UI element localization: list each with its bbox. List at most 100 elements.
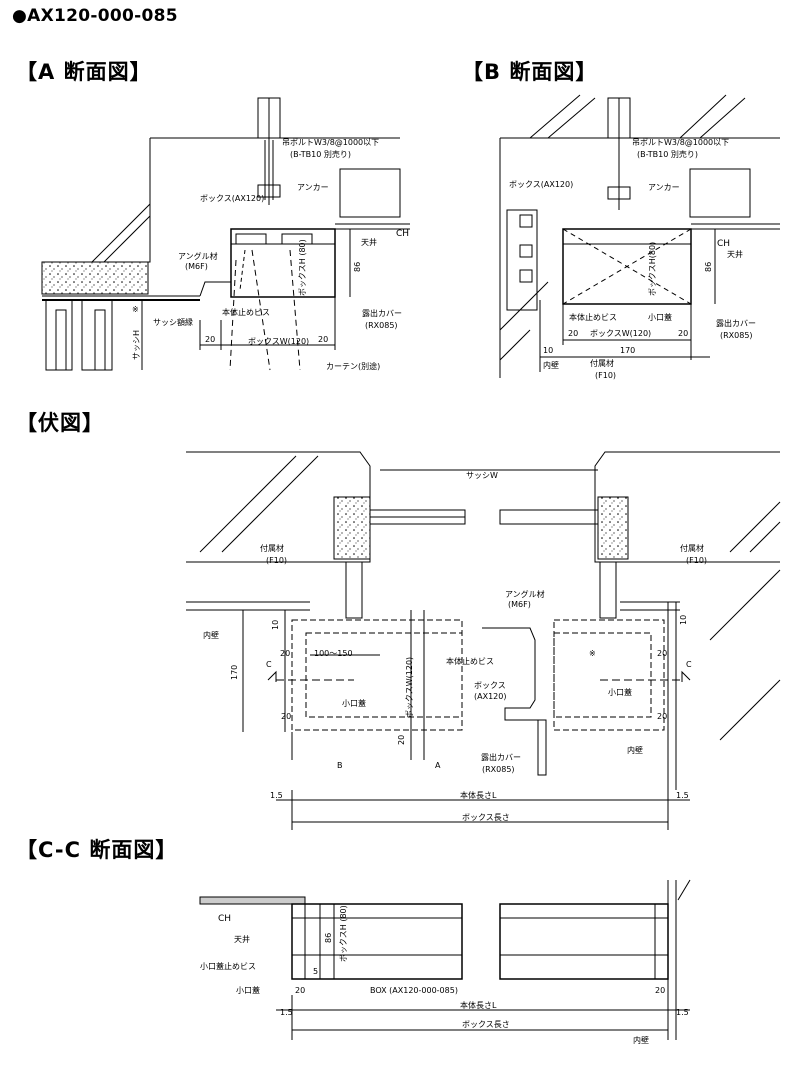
svg-text:20: 20 (205, 335, 215, 344)
svg-text:サッシH: サッシH (132, 330, 141, 360)
svg-text:小口蓋: 小口蓋 (648, 312, 672, 322)
svg-text:1.5: 1.5 (676, 1008, 689, 1017)
svg-text:(RX085): (RX085) (482, 765, 515, 774)
svg-text:ボックスW(120): ボックスW(120) (248, 337, 309, 346)
cc-labels: CH 天井 小口蓋止めビス 小口蓋 86 ボックスH (80) 5 20 20 … (200, 905, 689, 1045)
svg-text:170: 170 (230, 665, 239, 680)
svg-text:露出カバー: 露出カバー (481, 752, 521, 762)
svg-text:付属材: 付属材 (260, 543, 284, 553)
b-section-labels: 吊ボルトW3/8@1000以下 (B-TB10 別売り) ボックス(AX120)… (509, 138, 756, 380)
svg-text:本体長さL: 本体長さL (460, 1000, 497, 1010)
svg-text:1.5: 1.5 (270, 791, 283, 800)
product-code: ●AX120-000-085 (12, 6, 178, 26)
svg-text:※: ※ (589, 649, 596, 658)
svg-text:ボックスH (80): ボックスH (80) (298, 239, 307, 296)
svg-text:20: 20 (281, 712, 291, 721)
section-title-a: 【A 断面図】 (16, 60, 152, 84)
svg-text:カーテン(別途): カーテン(別途) (326, 361, 380, 371)
svg-text:※: ※ (132, 305, 139, 314)
svg-text:20: 20 (397, 735, 406, 745)
svg-text:1.5: 1.5 (676, 791, 689, 800)
svg-text:BOX (AX120-000-085): BOX (AX120-000-085) (370, 986, 458, 995)
svg-text:170: 170 (620, 346, 635, 355)
svg-text:ボックス長さ: ボックス長さ (462, 813, 510, 822)
svg-text:内壁: 内壁 (543, 360, 559, 370)
svg-text:本体止めビス: 本体止めビス (569, 312, 617, 322)
svg-text:ボックスH(80): ボックスH(80) (648, 242, 657, 296)
svg-text:アングル材: アングル材 (178, 251, 218, 261)
svg-text:10: 10 (271, 620, 280, 630)
svg-text:(AX120): (AX120) (474, 692, 506, 701)
svg-text:CH: CH (396, 229, 409, 239)
svg-text:(M6F): (M6F) (508, 600, 531, 609)
svg-text:付属材: 付属材 (590, 358, 614, 368)
svg-text:20: 20 (280, 649, 290, 658)
svg-text:アングル材: アングル材 (505, 589, 545, 599)
svg-text:露出カバー: 露出カバー (362, 308, 402, 318)
svg-text:内壁: 内壁 (627, 745, 643, 755)
a-section-labels: 吊ボルトW3/8@1000以下 (B-TB10 別売り) アンカー ボックス(A… (132, 138, 409, 371)
svg-text:本体長さL: 本体長さL (460, 790, 497, 800)
svg-text:付属材: 付属材 (680, 543, 704, 553)
svg-text:20: 20 (657, 712, 667, 721)
svg-text:20: 20 (295, 986, 305, 995)
svg-text:小口蓋: 小口蓋 (342, 698, 366, 708)
svg-text:(B-TB10 別売り): (B-TB10 別売り) (290, 149, 351, 159)
svg-text:5: 5 (313, 967, 318, 976)
svg-text:本体止めビス: 本体止めビス (222, 307, 270, 317)
svg-text:86: 86 (324, 933, 333, 943)
svg-text:ボックスW(120): ボックスW(120) (590, 329, 651, 338)
svg-text:ボックスH (80): ボックスH (80) (339, 905, 348, 962)
svg-text:C: C (266, 660, 272, 669)
svg-text:ボックス(AX120): ボックス(AX120) (200, 194, 264, 203)
svg-text:(F10): (F10) (595, 371, 616, 380)
svg-text:(RX085): (RX085) (720, 331, 753, 340)
plan-labels: サッシW 付属材 (F10) 付属材 (F10) 内壁 内壁 10 20 20 … (203, 471, 707, 822)
svg-text:サッシW: サッシW (466, 471, 498, 480)
svg-text:10: 10 (679, 615, 688, 625)
a-section-drawing (41, 97, 410, 371)
svg-text:B: B (337, 761, 343, 770)
svg-text:(B-TB10 別売り): (B-TB10 別売り) (637, 149, 698, 159)
svg-text:小口蓋止めビス: 小口蓋止めビス (200, 961, 256, 971)
svg-text:20: 20 (568, 329, 578, 338)
svg-text:アンカー: アンカー (297, 183, 329, 192)
svg-text:C: C (686, 660, 692, 669)
svg-text:アンカー: アンカー (648, 183, 680, 192)
svg-text:ボックス(AX120): ボックス(AX120) (509, 180, 573, 189)
svg-text:CH: CH (717, 239, 730, 249)
svg-text:吊ボルトW3/8@1000以下: 吊ボルトW3/8@1000以下 (282, 138, 379, 147)
svg-text:(F10): (F10) (686, 556, 707, 565)
svg-text:CH: CH (218, 914, 231, 924)
svg-text:A: A (435, 761, 441, 770)
svg-text:天井: 天井 (234, 934, 250, 944)
svg-text:吊ボルトW3/8@1000以下: 吊ボルトW3/8@1000以下 (632, 138, 729, 147)
svg-text:内壁: 内壁 (633, 1035, 649, 1045)
svg-text:(M6F): (M6F) (185, 262, 208, 271)
b-section-drawing (499, 94, 780, 378)
svg-text:サッシ額縁: サッシ額縁 (153, 317, 193, 327)
svg-text:ボックスW(120): ボックスW(120) (405, 657, 414, 718)
cc-drawing (199, 879, 691, 1040)
svg-text:20: 20 (318, 335, 328, 344)
svg-text:ボックス長さ: ボックス長さ (462, 1020, 510, 1029)
svg-text:1.5: 1.5 (280, 1008, 293, 1017)
svg-text:20: 20 (657, 649, 667, 658)
svg-text:10: 10 (543, 346, 553, 355)
svg-text:ボックス: ボックス (474, 681, 506, 690)
svg-text:本体止めビス: 本体止めビス (446, 656, 494, 666)
svg-text:86: 86 (704, 262, 713, 272)
svg-text:86: 86 (353, 262, 362, 272)
svg-text:露出カバー: 露出カバー (716, 318, 756, 328)
section-title-plan: 【伏図】 (16, 411, 104, 435)
svg-text:小口蓋: 小口蓋 (608, 687, 632, 697)
section-title-cc: 【C-C 断面図】 (16, 838, 178, 862)
svg-text:小口蓋: 小口蓋 (236, 985, 260, 995)
svg-text:天井: 天井 (361, 237, 377, 247)
svg-text:20: 20 (678, 329, 688, 338)
svg-text:天井: 天井 (727, 249, 743, 259)
svg-text:100～150: 100～150 (314, 649, 353, 658)
svg-text:(F10): (F10) (266, 556, 287, 565)
svg-text:20: 20 (655, 986, 665, 995)
